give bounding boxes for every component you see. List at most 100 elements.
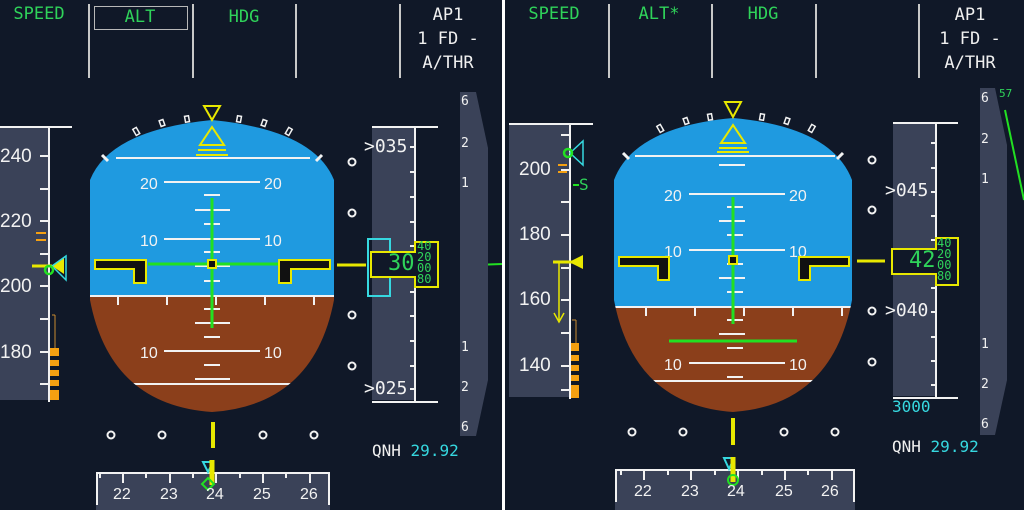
vsi-label: 6 <box>981 91 989 106</box>
svg-text:10: 10 <box>264 233 282 250</box>
ap-status-line: AP1 <box>432 5 464 25</box>
altitude-label: >025 <box>364 378 408 399</box>
vsi-label: 6 <box>461 420 469 435</box>
fma-divider <box>815 4 817 78</box>
vsi-label: 2 <box>981 377 989 392</box>
speed-label: 240 <box>0 146 32 167</box>
altitude-label: >035 <box>364 136 408 157</box>
heading-label: 23 <box>681 483 699 500</box>
pfd-graphics-left: 20 20 10 10 10 10 <box>0 92 502 510</box>
fma-lateral-mode: HDG <box>747 4 779 24</box>
fma-speed-mode: SPEED <box>528 4 580 24</box>
vertical-speed-indicator <box>460 92 488 436</box>
fma-divider <box>192 4 194 78</box>
heading-tape <box>615 457 855 510</box>
fma-divider <box>608 4 610 78</box>
altitude-rolling-digits: 40 20 00 80 <box>937 238 952 283</box>
svg-text:10: 10 <box>140 345 158 362</box>
altitude-label: >040 <box>885 300 929 321</box>
speed-label: 200 <box>0 276 32 297</box>
fma-divider <box>88 4 90 78</box>
altitude-rolling-digits: 40 20 00 80 <box>417 241 432 286</box>
fd-status-line: 1 FD - <box>939 29 1001 49</box>
speed-label: 220 <box>0 211 32 232</box>
svg-text:10: 10 <box>140 233 158 250</box>
heading-label: 25 <box>775 483 793 500</box>
svg-text:20: 20 <box>264 176 282 193</box>
speed-label: 180 <box>519 224 551 245</box>
roll-scale <box>621 112 845 161</box>
vsi-label: 2 <box>461 380 469 395</box>
svg-text:20: 20 <box>664 188 682 205</box>
fma-divider <box>399 4 401 78</box>
attitude-sphere <box>614 118 852 412</box>
altitude-tape <box>891 122 959 399</box>
aircraft-symbol-icon <box>618 255 850 281</box>
speed-tape <box>0 126 72 402</box>
bank-index-icon <box>717 123 749 153</box>
svg-text:10: 10 <box>789 357 807 374</box>
svg-text:20: 20 <box>789 188 807 205</box>
vsi-label: 2 <box>981 132 989 147</box>
fma-alt-mode-box <box>94 6 188 30</box>
speed-marker-s: S <box>579 175 589 194</box>
qnh-setting: QNH 29.92 <box>372 441 459 460</box>
altitude-label: >045 <box>885 180 929 201</box>
vsi-readout: 57 <box>999 87 1013 100</box>
vsi-label: 1 <box>981 172 989 187</box>
athr-status-line: A/THR <box>944 53 996 73</box>
heading-label: 22 <box>113 486 131 503</box>
vsi-label: 2 <box>461 136 469 151</box>
fma-lateral-mode: HDG <box>228 7 260 27</box>
aircraft-symbol-icon <box>94 259 331 284</box>
speed-label: 140 <box>519 355 551 376</box>
fma-ap-status: AP1 1 FD - A/THR <box>400 3 496 75</box>
glide-deviation-dots <box>106 157 357 440</box>
svg-text:10: 10 <box>264 345 282 362</box>
vsi-label: 1 <box>461 340 469 355</box>
panel-divider <box>502 0 505 510</box>
fma-ap-status: AP1 1 FD - A/THR <box>922 3 1018 75</box>
altitude-readout: 42 <box>909 248 936 273</box>
glide-deviation-dots <box>627 155 877 437</box>
altitude-tape <box>367 126 439 403</box>
fd-status-line: 1 FD - <box>417 29 479 49</box>
altitude-readout: 30 <box>388 251 415 276</box>
heading-label: 23 <box>160 486 178 503</box>
speed-label: 160 <box>519 289 551 310</box>
roll-pointer-icon <box>723 101 743 120</box>
fma-alt-mode: ALT* <box>638 4 680 24</box>
heading-label: 26 <box>300 486 318 503</box>
pfd-graphics-right: 20 20 10 10 10 10 <box>509 88 1024 510</box>
roll-scale <box>100 114 324 163</box>
fma-left: SPEED ALT HDG AP1 1 FD - A/THR <box>0 0 502 78</box>
pitch-labels: 20 20 10 10 10 10 <box>140 176 282 362</box>
ap-status-line: AP1 <box>954 5 986 25</box>
fma-divider <box>711 4 713 78</box>
heading-label: 25 <box>253 486 271 503</box>
qnh-setting: QNH 29.92 <box>892 437 979 456</box>
speed-label: 180 <box>0 342 32 363</box>
heading-label: 22 <box>634 483 652 500</box>
vsi-label: 6 <box>981 417 989 432</box>
athr-status-line: A/THR <box>422 53 474 73</box>
fma-speed-mode: SPEED <box>13 4 65 24</box>
roll-pointer-icon <box>202 105 222 123</box>
pfd-right: SPEED ALT* HDG AP1 1 FD - A/THR <box>505 0 1024 510</box>
heading-tape <box>96 460 330 510</box>
bank-index-icon <box>196 125 228 156</box>
speed-label: 200 <box>519 159 551 180</box>
svg-text:10: 10 <box>664 357 682 374</box>
fma-divider <box>918 4 920 78</box>
svg-text:20: 20 <box>140 176 158 193</box>
selected-altitude: 3000 <box>892 397 931 416</box>
heading-label: 26 <box>821 483 839 500</box>
fma-right: SPEED ALT* HDG AP1 1 FD - A/THR <box>505 0 1024 78</box>
pfd-left: SPEED ALT HDG AP1 1 FD - A/THR <box>0 0 502 510</box>
fma-alt-mode: ALT <box>124 7 156 27</box>
vsi-label: 6 <box>461 94 469 109</box>
fma-divider <box>295 4 297 78</box>
speed-tape <box>509 123 593 399</box>
vsi-label: 1 <box>461 176 469 191</box>
vertical-speed-indicator <box>980 88 1007 435</box>
